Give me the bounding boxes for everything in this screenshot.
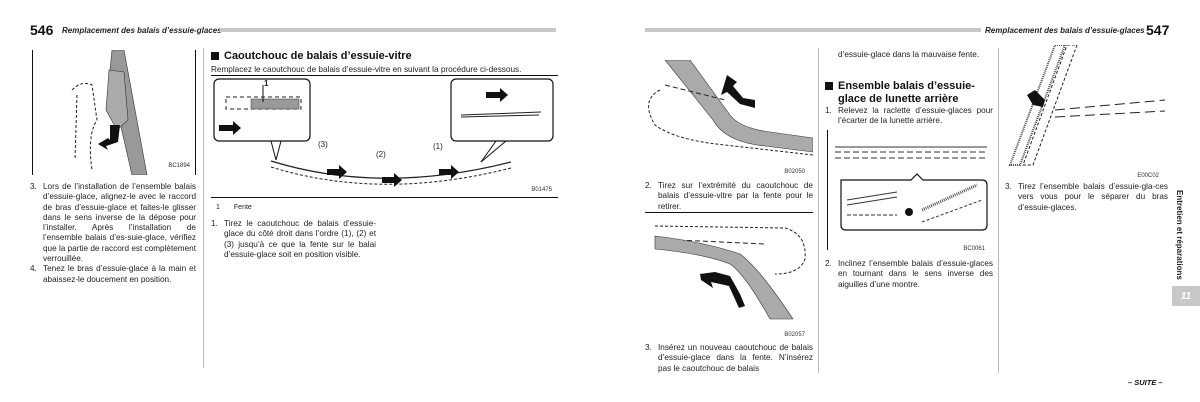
step-3-continued: d’essuie-glace dans la mauvaise fente. [838, 50, 980, 59]
rear-step-1: 1. Relevez la raclette d’essuie-glaces p… [825, 106, 993, 126]
section-square-icon [211, 52, 219, 60]
chapter-tab: 11 [1172, 286, 1200, 306]
figure-code: B02057 [784, 332, 805, 338]
step-1: 1. Tirez le caoutchouc de balais d’essui… [211, 219, 376, 259]
page-number-right: 547 [1146, 22, 1170, 38]
figure-top-rule [211, 75, 558, 76]
column-divider [818, 48, 819, 373]
steps-col2: 1. Tirez le caoutchouc de balais d’essui… [211, 219, 376, 260]
header-bar-left [220, 28, 556, 32]
column-divider [998, 48, 999, 373]
steps-col1: 3. Lors de l’installation de l’ensemble … [30, 182, 196, 285]
figure-code: E00C02 [1137, 173, 1159, 179]
figure-code: BC0061 [963, 246, 985, 252]
figure-insert-rubber: B02057 [645, 214, 813, 338]
side-tab-label: Entretien et réparations [1175, 190, 1184, 280]
figure-wiper-rubber-removal: 1 (3) (2) (1) B01475 [211, 77, 558, 197]
section-title-caoutchouc: Caoutchouc de balais d’essuie-vitre [211, 50, 412, 63]
order-label-1: (1) [433, 142, 443, 151]
step-3: 3. Insérez un nouveau caoutchouc de bala… [645, 343, 813, 373]
column-divider [203, 48, 204, 368]
figure-rear-wiper-tilt: BC0061 [827, 130, 995, 252]
continued-label: – SUITE – [1128, 378, 1163, 387]
section-square-icon [825, 82, 833, 90]
rear-step-2: 2. Inclinez l’ensemble balais d’essuie-g… [825, 259, 993, 289]
rear-step-3: 3. Tirez l’ensemble balais d’essuie-gla-… [1005, 182, 1168, 212]
header-title-right: Remplacement des balais d’essuie-glaces [985, 26, 1145, 35]
header-bar-right [645, 28, 981, 32]
header-title-left: Remplacement des balais d’essuie-glaces [62, 26, 222, 35]
figure-code: BC1894 [168, 163, 190, 169]
figure-rear-wiper-detach: E00C02 [1005, 45, 1165, 179]
step-3: 3. Lors de l’installation de l’ensemble … [30, 182, 196, 264]
figure-wiper-arm-install: BC1894 [32, 50, 196, 175]
figure-legend: 1 Fente [216, 204, 252, 211]
order-label-3: (3) [318, 140, 328, 149]
figure-top-rule [645, 212, 813, 213]
figure-code: B01475 [531, 187, 552, 193]
figure-bottom-rule [211, 197, 558, 198]
order-label-2: (2) [376, 150, 386, 159]
step-2: 2. Tirez sur l’extrémité du caoutchouc d… [645, 181, 813, 211]
callout-label: 1 [264, 79, 269, 88]
section-intro: Remplacez le caoutchouc de balais d’essu… [211, 65, 522, 74]
figure-remove-rubber: B02050 [645, 60, 813, 175]
figure-code: B02050 [784, 169, 805, 175]
section-title-rear-wiper: Ensemble balais d’essuie- glace de lunet… [825, 80, 1000, 105]
page-number-left: 546 [30, 22, 54, 38]
step-4: 4. Tenez le bras d’essuie-glace à la mai… [30, 264, 196, 284]
